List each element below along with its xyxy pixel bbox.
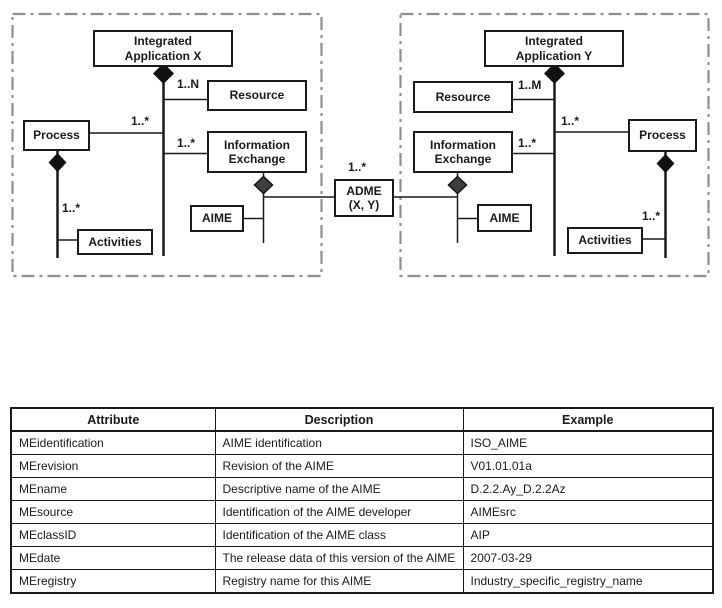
multiplicity-label-activities-x: 1..*	[62, 201, 81, 215]
example-cell: AIMEsrc	[462, 500, 714, 524]
class-box-label: Resource	[229, 88, 285, 103]
class-box-process-x: Process	[23, 120, 90, 151]
class-box-label: Integrated	[133, 34, 192, 49]
description-cell: Identification of the AIME developer	[214, 500, 464, 524]
aggregation-diamond-app-x	[153, 63, 174, 84]
connector-lines-layer	[11, 12, 710, 278]
aggregation-diamond-app-y	[544, 63, 565, 84]
aggregation-diamond-process-x	[48, 153, 67, 172]
class-box-label: Exchange	[228, 152, 286, 166]
multiplicity-label-resource-x: 1..N	[177, 77, 200, 91]
multiplicity-label-process-x: 1..*	[131, 114, 150, 128]
class-box-label: AIME	[489, 210, 520, 225]
class-box-resource-x: Resource	[207, 80, 307, 111]
example-cell: ISO_AIME	[462, 430, 714, 455]
attribute-cell: MEidentification	[10, 430, 216, 455]
aggregation-diamond-info-exchange-x	[253, 175, 274, 195]
column-header-description: Description	[214, 407, 464, 432]
class-box-label: Process	[639, 128, 686, 143]
class-box-integrated-application-x: Integrated Application X	[93, 30, 233, 67]
class-box-label: Activities	[578, 233, 632, 248]
attribute-table: Attribute Description Example MEidentifi…	[10, 407, 714, 594]
class-box-label: Resource	[435, 89, 491, 104]
attribute-cell: MEregistry	[10, 569, 216, 594]
table-header-row: Attribute Description Example	[10, 407, 714, 432]
class-box-label: Integrated	[524, 34, 583, 49]
application-y-boundary	[399, 12, 710, 278]
multiplicity-label-activities-y: 1..*	[642, 209, 661, 223]
class-box-label: Application Y	[515, 48, 593, 63]
example-cell: AIP	[462, 523, 714, 547]
class-box-process-y: Process	[628, 119, 697, 152]
class-box-label: Activities	[88, 234, 142, 249]
class-box-activities-x: Activities	[77, 229, 153, 255]
attribute-cell: MErevision	[10, 454, 216, 478]
multiplicity-label-adme: 1..*	[348, 160, 367, 174]
class-box-label: Process	[33, 128, 80, 143]
table-row: MEdate The release data of this version …	[10, 546, 714, 570]
description-cell: Identification of the AIME class	[214, 523, 464, 547]
class-box-label: ADME	[346, 183, 382, 198]
class-box-label: Information	[224, 137, 290, 152]
example-cell: V01.01.01a	[462, 454, 714, 478]
column-header-attribute: Attribute	[10, 407, 216, 432]
class-box-label: Application X	[124, 48, 202, 63]
description-cell: Registry name for this AIME	[214, 569, 464, 594]
aggregation-diamond-process-y	[656, 154, 675, 173]
class-box-information-exchange-x: Information Exchange	[207, 131, 307, 173]
class-box-label: AIME	[202, 211, 232, 226]
example-cell: D.2.2.Ay_D.2.2Az	[462, 477, 714, 501]
attribute-cell: MEclassID	[10, 523, 216, 547]
class-box-resource-y: Resource	[413, 81, 513, 113]
table-row: MErevision Revision of the AIME V01.01.0…	[10, 454, 714, 478]
description-cell: Descriptive name of the AIME	[214, 477, 464, 501]
column-header-example: Example	[462, 407, 714, 432]
class-box-aime-y: AIME	[477, 204, 532, 232]
multiplicity-label-info-exchange-x: 1..*	[177, 136, 196, 150]
description-cell: AIME identification	[214, 430, 464, 455]
example-cell: Industry_specific_registry_name	[462, 569, 714, 594]
table-row: MEsource Identification of the AIME deve…	[10, 500, 714, 524]
class-box-adme: ADME (X, Y)	[334, 179, 394, 217]
aggregation-diamond-info-exchange-y	[447, 175, 468, 195]
class-box-activities-y: Activities	[567, 227, 643, 254]
description-cell: The release data of this version of the …	[214, 546, 464, 570]
multiplicity-label-resource-y: 1..M	[518, 78, 542, 92]
attribute-cell: MEsource	[10, 500, 216, 524]
class-box-aime-x: AIME	[190, 205, 244, 232]
attribute-cell: MEdate	[10, 546, 216, 570]
table-row: MEregistry Registry name for this AIME I…	[10, 569, 714, 594]
attribute-cell: MEname	[10, 477, 216, 501]
description-cell: Revision of the AIME	[214, 454, 464, 478]
multiplicity-label-info-exchange-y: 1..*	[518, 136, 537, 150]
class-box-label: Information	[430, 137, 496, 152]
class-box-label: Exchange	[434, 152, 492, 166]
multiplicity-label-process-y: 1..*	[561, 114, 580, 128]
table-row: MEidentification AIME identification ISO…	[10, 430, 714, 455]
class-box-information-exchange-y: Information Exchange	[413, 131, 513, 173]
class-box-integrated-application-y: Integrated Application Y	[484, 30, 624, 67]
class-box-label: (X, Y)	[348, 198, 380, 212]
example-cell: 2007-03-29	[462, 546, 714, 570]
table-row: MEname Descriptive name of the AIME D.2.…	[10, 477, 714, 501]
table-row: MEclassID Identification of the AIME cla…	[10, 523, 714, 547]
